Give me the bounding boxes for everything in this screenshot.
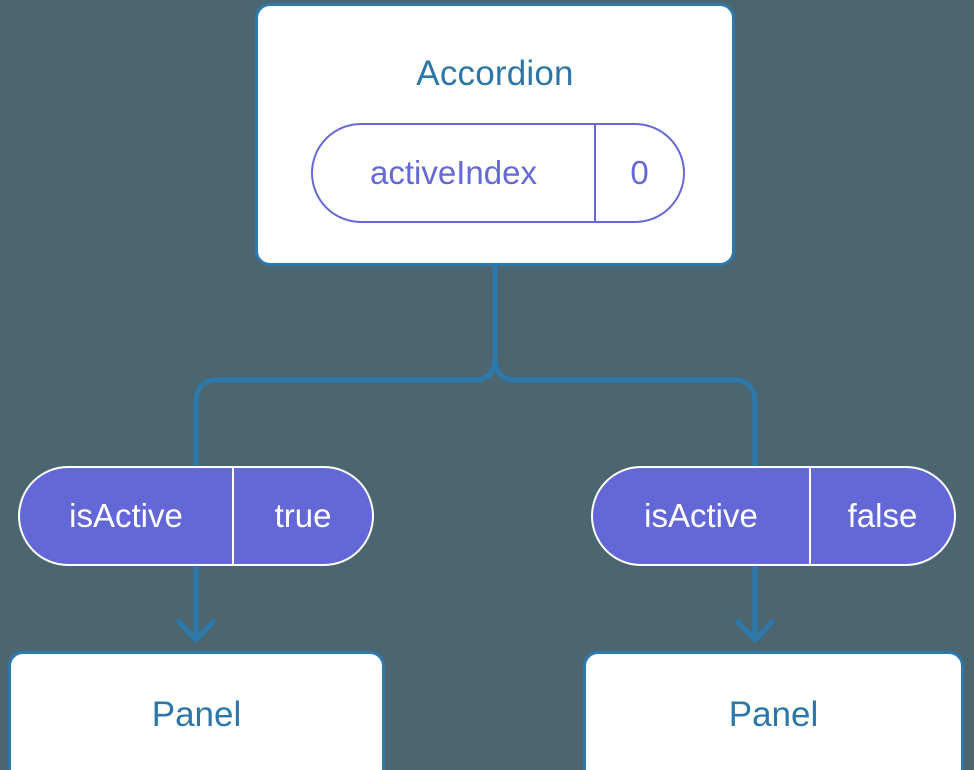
arrow-left-state-to-panel [176, 563, 216, 643]
panel-title: Panel [728, 695, 819, 734]
panel-title: Panel [151, 695, 242, 734]
accordion-component-card[interactable]: Accordion activeIndex 0 [255, 3, 735, 266]
state-pill-is-active-true[interactable]: isActive true [18, 466, 374, 566]
prop-pill-value: 0 [630, 154, 649, 191]
prop-pill-active-index[interactable]: activeIndex 0 [311, 123, 685, 223]
state-pill-key: isActive [20, 468, 234, 564]
connector-tree-branch [193, 263, 758, 469]
prop-pill-key: activeIndex [313, 125, 596, 221]
state-pill-value: false [847, 497, 918, 534]
panel-component-card-left[interactable]: Panel [8, 651, 385, 770]
state-pill-is-active-false[interactable]: isActive false [591, 466, 956, 566]
arrow-right-state-to-panel [735, 563, 775, 643]
state-pill-key: isActive [593, 468, 811, 564]
panel-component-card-right[interactable]: Panel [583, 651, 964, 770]
state-pill-value: true [274, 497, 332, 534]
accordion-title: Accordion [416, 54, 574, 93]
